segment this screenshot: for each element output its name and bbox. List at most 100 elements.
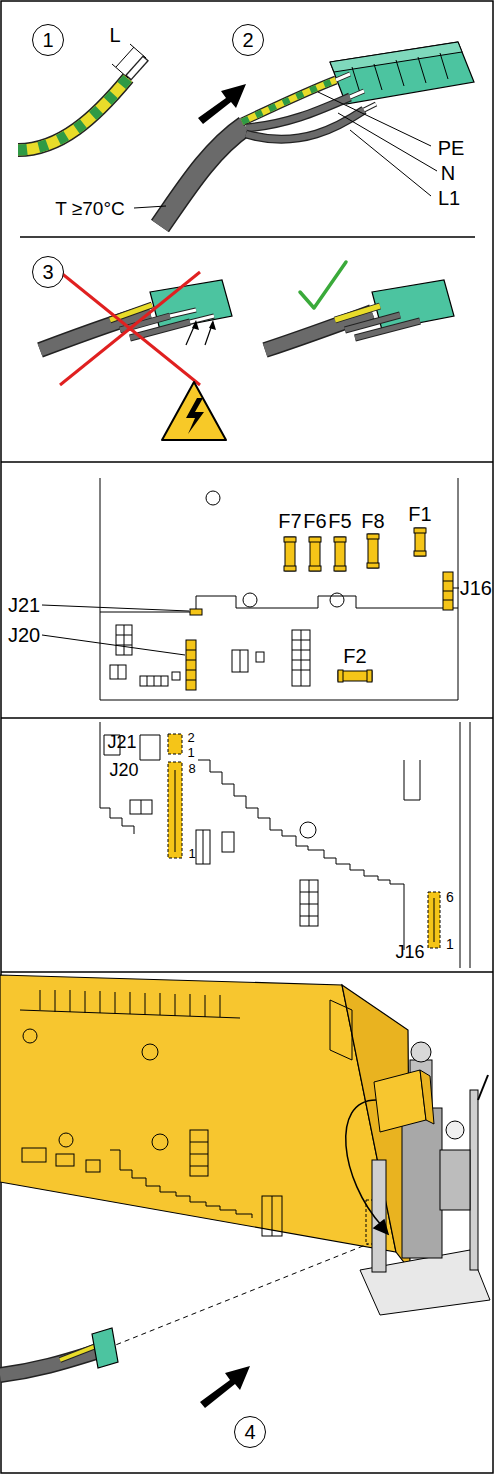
fuse <box>414 551 426 556</box>
leader-line <box>453 588 459 589</box>
insert-arrow <box>198 84 246 124</box>
component-label: 2 <box>187 731 194 744</box>
circuit-board <box>404 888 405 950</box>
machine <box>411 1042 431 1062</box>
length-dimension <box>112 44 146 78</box>
control-board <box>330 1000 352 1060</box>
machine <box>440 1150 470 1210</box>
circuit-board <box>203 830 204 864</box>
wrong-connection <box>209 320 216 330</box>
circuit-board <box>161 676 162 686</box>
leader-line <box>350 130 431 196</box>
wrong-connection <box>60 272 200 385</box>
stripped-wire <box>18 78 128 150</box>
fuse <box>285 537 295 571</box>
right-connection <box>265 312 372 350</box>
circuit-board <box>470 722 471 968</box>
pin-header <box>186 670 196 671</box>
circuit-board <box>256 652 264 662</box>
component-label: J21 <box>107 733 136 751</box>
circuit-board <box>130 800 152 814</box>
wrong-connection <box>170 310 196 316</box>
circuit-board <box>172 672 180 680</box>
circuit-board <box>154 676 155 686</box>
callout-number: 3 <box>42 262 53 282</box>
right-connection <box>335 306 380 320</box>
stripped-wire <box>18 78 128 150</box>
stripped-wire <box>18 58 146 150</box>
terminal-block <box>418 57 426 83</box>
pin-header <box>186 640 196 690</box>
warning-symbol <box>162 382 226 440</box>
callout-number: 4 <box>244 1422 255 1442</box>
circuit-board <box>110 665 126 679</box>
length-dimension <box>116 47 134 67</box>
component-label: J16 <box>460 578 492 598</box>
cable <box>364 104 376 110</box>
pin-header <box>443 600 453 601</box>
leader-line <box>134 92 437 208</box>
component-label: 1 <box>446 937 454 951</box>
component-label: 1 <box>188 847 195 860</box>
pin-header <box>168 762 182 858</box>
plug-cable <box>92 1328 118 1368</box>
fuse <box>335 537 345 571</box>
panel-frame <box>20 236 475 238</box>
cable <box>350 91 364 97</box>
control-board <box>59 1133 73 1147</box>
wire-label: PE <box>438 138 465 158</box>
cable <box>160 126 245 226</box>
right-connection <box>265 262 454 350</box>
circuit-board <box>124 625 125 655</box>
control-board <box>23 1029 37 1043</box>
pin-header <box>443 591 453 592</box>
pin-header <box>186 680 196 681</box>
fuse <box>367 563 379 568</box>
control-board <box>262 1196 282 1236</box>
control-board <box>190 1166 208 1167</box>
component-label: 6 <box>446 890 454 904</box>
circuit-board <box>100 722 470 968</box>
pin-header <box>428 892 440 948</box>
terminal-block <box>330 42 474 104</box>
move-arrow <box>374 1220 388 1234</box>
component-label: 8 <box>188 762 195 775</box>
component-label: J20 <box>8 625 40 645</box>
fuse <box>310 537 320 571</box>
pin-header <box>443 572 453 610</box>
leader-line <box>318 92 431 146</box>
machine <box>478 1075 488 1100</box>
wire-label: L <box>109 25 120 45</box>
control-board <box>20 1010 240 1018</box>
circuit-board <box>140 735 160 760</box>
fuse <box>334 537 346 542</box>
pin-header <box>168 734 440 948</box>
component-label: F2 <box>343 646 366 666</box>
wire-label: N <box>441 163 455 183</box>
fuse <box>367 534 379 539</box>
leader-line <box>338 113 437 171</box>
wrong-connection <box>170 310 196 316</box>
wire-label: T ≥70°C <box>55 199 124 218</box>
control-board <box>22 1148 46 1162</box>
fuse <box>309 566 321 571</box>
component-label: J20 <box>109 761 138 779</box>
cable <box>246 110 364 139</box>
fuse <box>367 670 372 682</box>
circuit-board <box>240 650 241 672</box>
leader-line <box>42 635 185 655</box>
circuit-board <box>206 491 220 505</box>
fuse <box>284 528 426 682</box>
fuse <box>414 528 426 533</box>
fuse <box>338 671 372 681</box>
pin-header <box>190 609 202 615</box>
machine <box>374 1070 426 1132</box>
fuse <box>334 566 346 571</box>
plug-cable <box>108 1244 368 1348</box>
control-board <box>152 1134 168 1150</box>
warning-symbol <box>186 398 204 434</box>
component-label: F7 <box>278 511 301 531</box>
component-label: F8 <box>361 511 384 531</box>
length-dimension <box>112 64 128 78</box>
